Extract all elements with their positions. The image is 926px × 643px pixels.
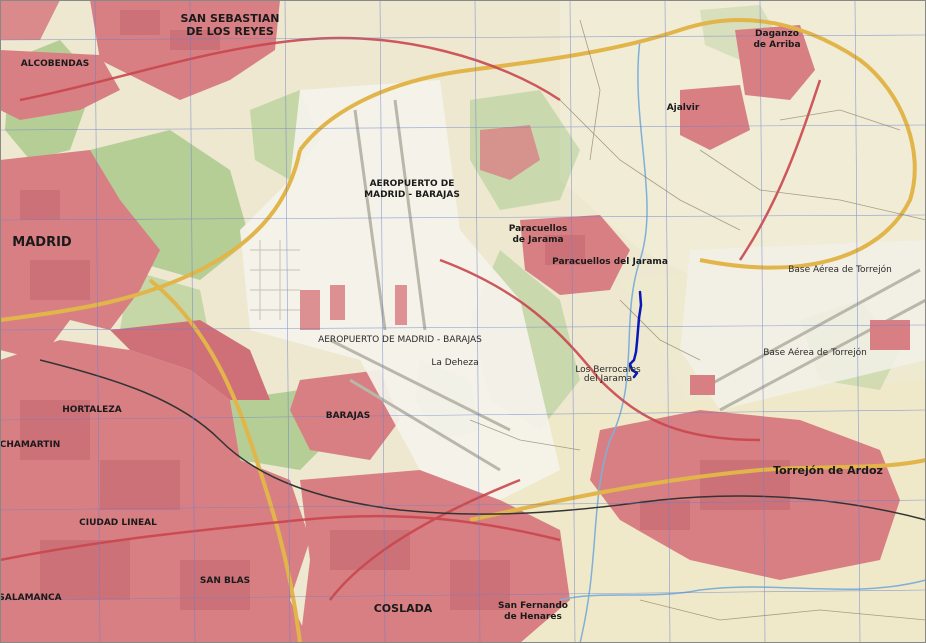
label-daganzo-1: Daganzo xyxy=(755,29,799,39)
label-ajalvir: Ajalvir xyxy=(667,103,700,113)
label-salamanca: SALAMANCA xyxy=(0,593,62,603)
minor-roads xyxy=(469,19,926,621)
label-madrid: MADRID xyxy=(12,235,72,250)
label-paracuellos-1: Paracuellos xyxy=(509,224,568,234)
label-ciudad-lineal: CIUDAD LINEAL xyxy=(79,518,157,528)
label-barrancas-2: del Jarama xyxy=(584,374,632,384)
label-sanfernando-2: de Henares xyxy=(504,612,562,622)
air-base-area xyxy=(680,240,926,412)
label-hortaleza: HORTALEZA xyxy=(62,405,122,415)
railway xyxy=(39,359,926,521)
label-aero-2: MADRID - BARAJAS xyxy=(364,190,460,200)
label-ss-reyes-2: DE LOS REYES xyxy=(186,25,274,38)
label-torrejon: Torrejón de Ardoz xyxy=(773,464,883,477)
label-ss-reyes-1: SAN SEBASTIAN xyxy=(180,12,279,25)
label-barrancas-1: Los Berrocales xyxy=(575,365,641,375)
label-barajas: BARAJAS xyxy=(326,411,371,421)
route-track[interactable] xyxy=(628,290,643,379)
label-sanfernando-1: San Fernando xyxy=(498,601,568,611)
label-paracuellos-3: Paracuellos del Jarama xyxy=(552,257,668,267)
label-paracuellos-2: de Jarama xyxy=(512,235,563,245)
label-la-deheza: La Deheza xyxy=(431,358,478,368)
label-base-2: Base Aérea de Torrejón xyxy=(763,347,867,358)
place-labels: SAN SEBASTIAN DE LOS REYES ALCOBENDAS MA… xyxy=(0,12,892,622)
label-base-1: Base Aérea de Torrejón xyxy=(788,264,892,275)
rivers xyxy=(559,39,926,643)
label-daganzo-2: de Arriba xyxy=(753,40,800,50)
label-alcobendas: ALCOBENDAS xyxy=(21,59,89,69)
label-san-blas: SAN BLAS xyxy=(200,576,250,586)
label-chamartin: CHAMARTIN xyxy=(0,440,60,450)
red-roads xyxy=(0,36,822,601)
label-coslada: COSLADA xyxy=(374,602,433,615)
label-aero-3: AEROPUERTO DE MADRID - BARAJAS xyxy=(318,335,482,345)
label-aero-1: AEROPUERTO DE xyxy=(370,179,455,189)
